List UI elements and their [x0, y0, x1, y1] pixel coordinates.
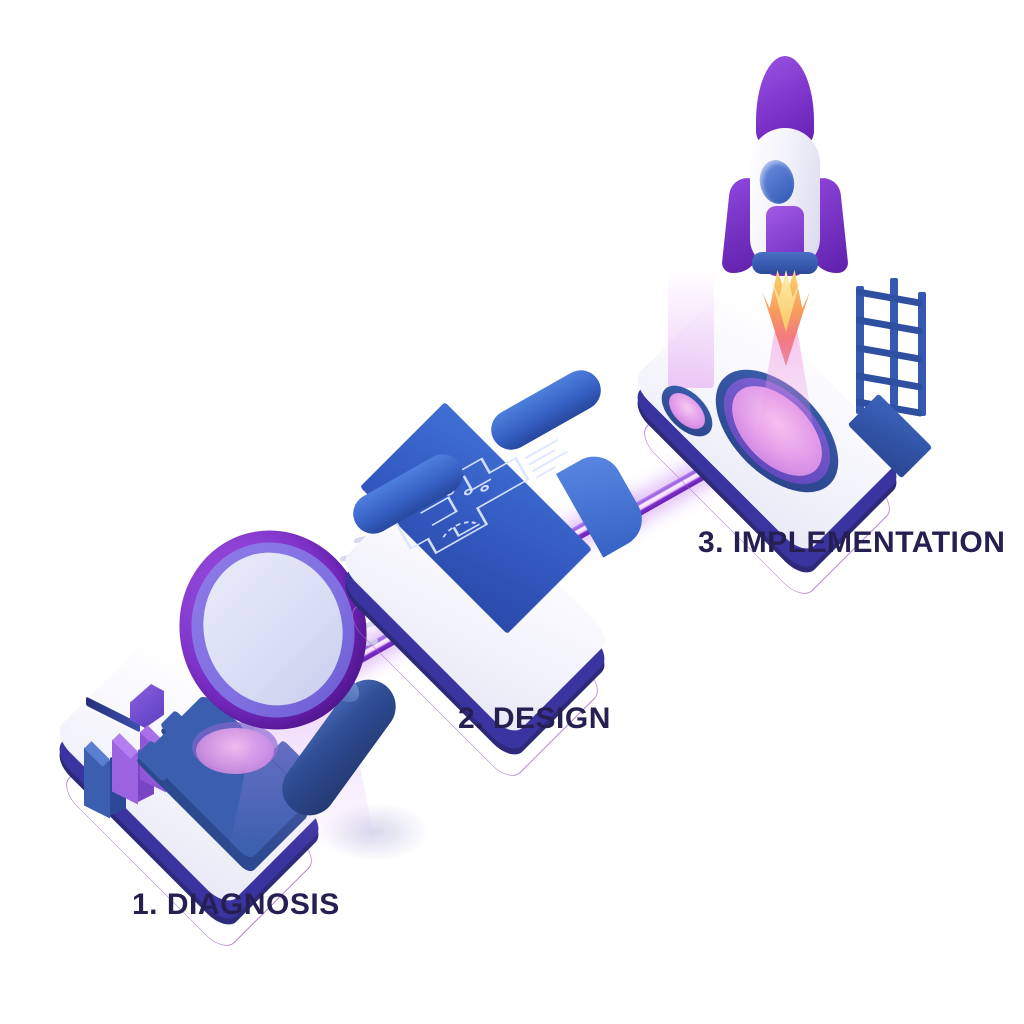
step-label-implementation: 3. IMPLEMENTATION — [698, 526, 1006, 559]
blueprint-scroll-icon — [318, 363, 678, 634]
floor-plan-svg — [387, 438, 568, 555]
step-node-diagnosis[interactable]: 1. DIAGNOSIS — [51, 508, 440, 954]
rocket-icon — [710, 56, 860, 454]
pad-light-beam-small — [668, 268, 714, 388]
step-node-design[interactable]: 2. DESIGN — [337, 363, 658, 784]
bar-1 — [84, 741, 126, 819]
step-label-diagnosis: 1. DIAGNOSIS — [132, 888, 340, 921]
floor-plan-icon — [386, 412, 586, 602]
step-label-design: 2. DESIGN — [458, 702, 611, 735]
rocket-engine-collar — [752, 252, 818, 274]
gear-hub-glow — [196, 728, 274, 774]
magnifying-glass-icon — [156, 508, 440, 862]
launch-tower-icon — [846, 278, 938, 479]
magnifier-shadow — [320, 802, 430, 862]
step-node-implementation[interactable]: 3. IMPLEMENTATION — [629, 56, 1005, 602]
gear-icon — [135, 693, 322, 875]
bar-2 — [112, 733, 154, 805]
